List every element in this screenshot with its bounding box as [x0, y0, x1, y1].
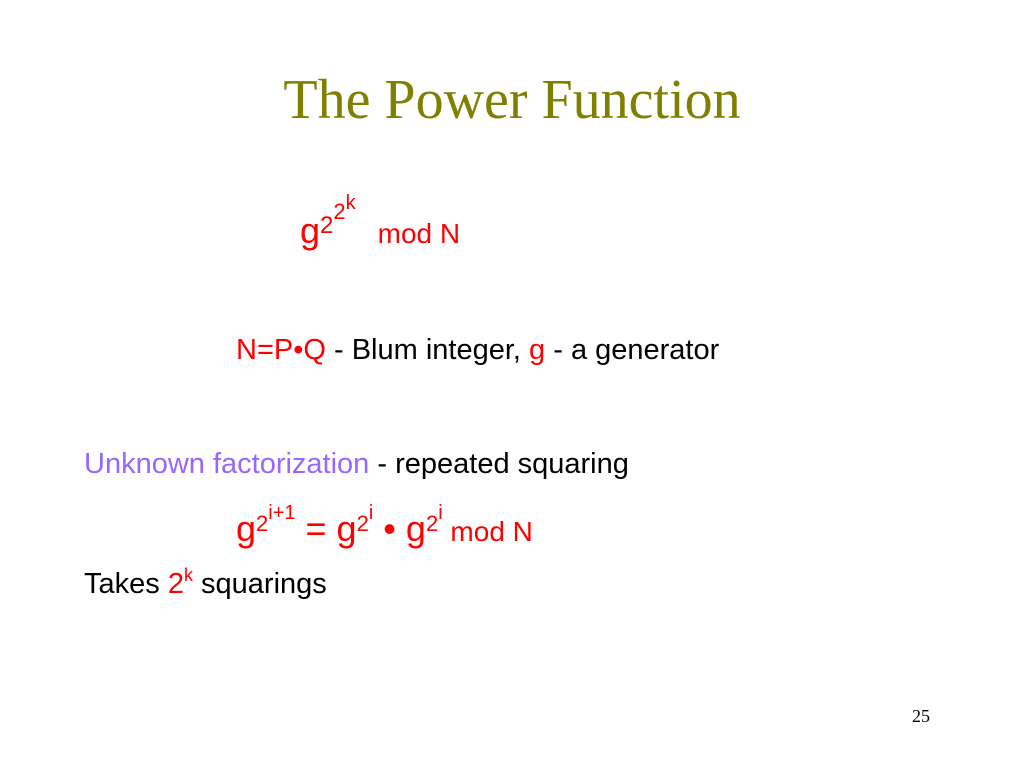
formula2-r2-exp: 2: [425, 511, 439, 536]
repeated-squaring-text: - repeated squaring: [369, 448, 629, 480]
formula1-exp2-base: 2: [333, 199, 346, 224]
k-superscript: k: [183, 565, 193, 585]
takes-squarings-line: Takes 2k squarings: [84, 562, 327, 609]
formula2-r2-sup: i: [438, 502, 443, 524]
formula2-r1-exp: 2: [356, 511, 369, 536]
formula1-base: g: [300, 210, 321, 251]
formula1-exp1: 2: [320, 212, 334, 239]
unknown-factorization-line: Unknown factorization - repeated squarin…: [84, 442, 629, 486]
generator-desc: - a generator: [545, 334, 720, 366]
formula-power-tower: g22k mod N: [300, 192, 461, 262]
squarings-suffix: squarings: [192, 568, 327, 600]
formula1-exp2-sup: k: [345, 192, 356, 214]
formula2-mod: mod N: [442, 516, 533, 547]
formula1-mod: mod N: [377, 218, 461, 249]
formula2-lhs-exp: 2: [256, 511, 269, 536]
blum-integer-line: N=P•Q - Blum integer, g - a generator: [236, 328, 719, 372]
npq-text: N=P•Q: [236, 334, 326, 366]
formula-squaring-recurrence: g2i+1 = g2i • g2i mod N: [236, 502, 533, 560]
generator-g: g: [529, 334, 546, 366]
formula2-r1-sup: i: [368, 502, 374, 524]
unknown-factorization-text: Unknown factorization: [84, 448, 370, 480]
formula2-dot: • g: [373, 508, 426, 549]
page-number: 25: [912, 706, 930, 726]
blum-desc: - Blum integer,: [325, 334, 530, 366]
formula2-eq: = g: [295, 508, 357, 549]
slide-title: The Power Function: [283, 69, 741, 131]
takes-prefix: Takes: [84, 568, 168, 600]
formula2-lhs-exp-sup: i+1: [268, 502, 296, 524]
two-base: 2: [167, 568, 184, 600]
formula2-lhs-base: g: [236, 508, 257, 549]
